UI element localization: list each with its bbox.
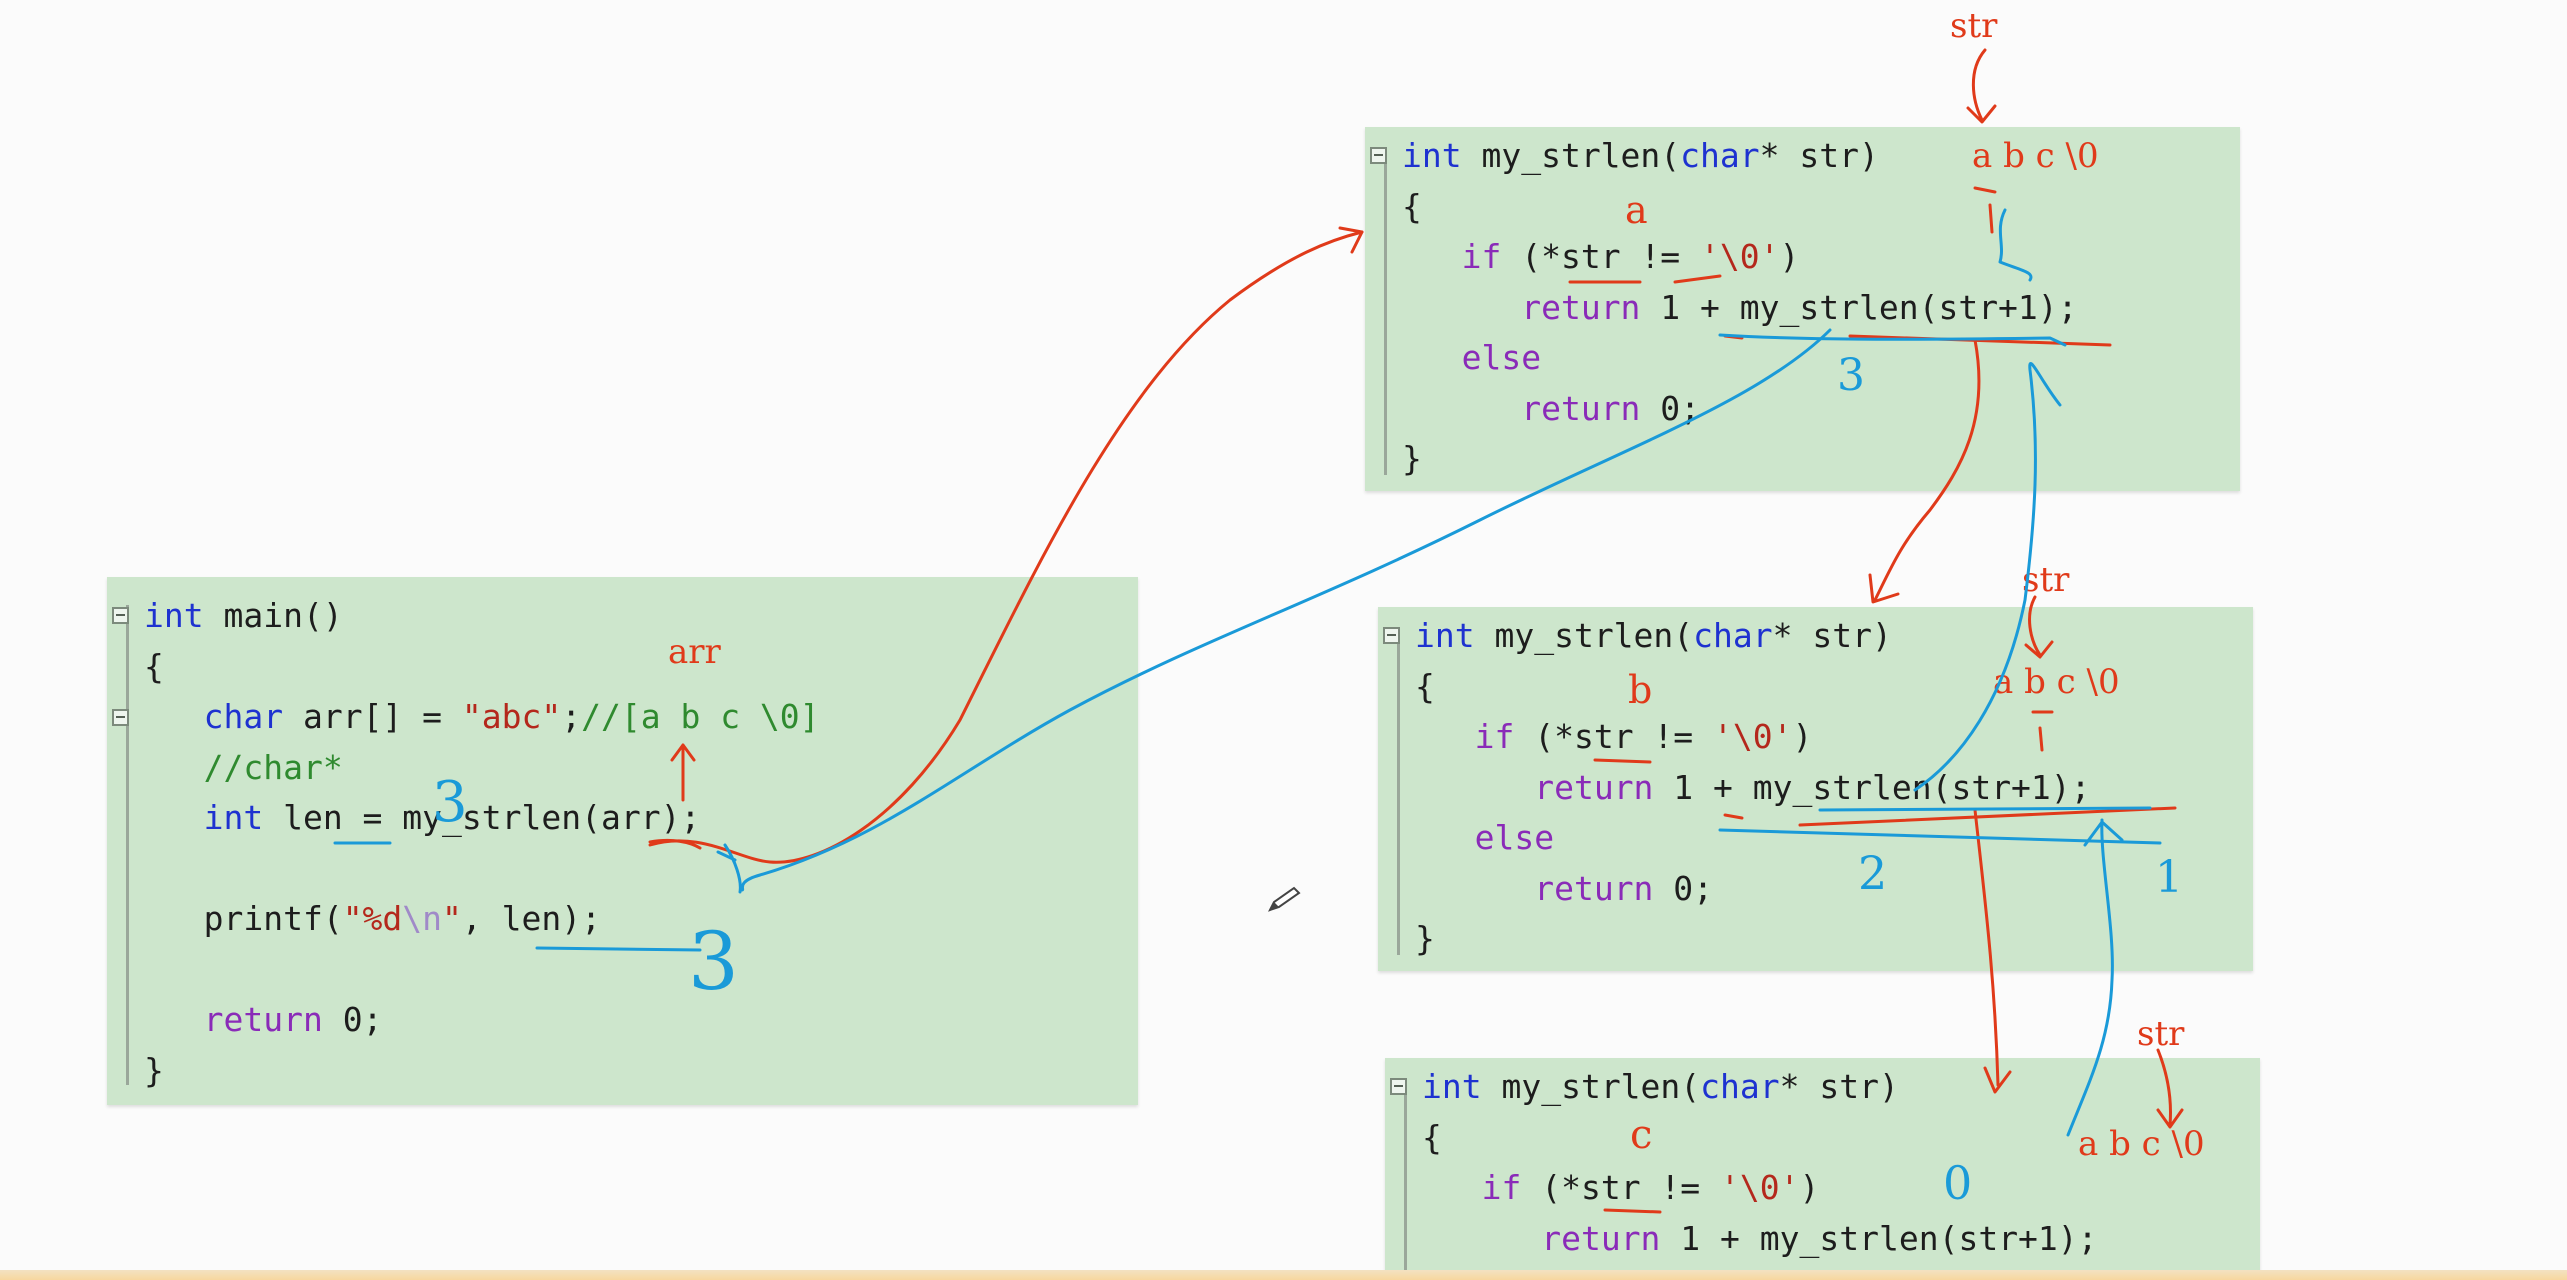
arrow-head [1338,226,1364,254]
annotation-return-0: 0 [1943,1156,1973,1210]
annotation-str-label: str [2137,1014,2185,1054]
code-line: return 1 + my_strlen(str+1); [1541,1218,2098,1258]
code-line: { [1422,1117,1442,1157]
code-line: return 1 + my_strlen(str+1); [1521,287,2078,327]
collapse-icon[interactable] [1383,627,1400,644]
fold-line [126,605,129,1085]
gutter [107,577,135,1105]
str-pointer-arrow [1966,48,1997,124]
code-line: //char* [203,747,343,787]
code-line: { [1415,666,1435,706]
code-line: if (*str != '\0') [1474,717,1813,756]
code-line: int my_strlen(char* str) [1422,1067,1899,1106]
annotation-letter-c: c [1630,1112,1653,1158]
annotation-return-1: 1 [2155,852,2183,903]
return-underline [1718,333,2067,347]
code-line: return 0; [203,1000,383,1039]
annotation-arr-label: arr [668,632,721,672]
main-function-panel: int main() { char arr[] = "abc";//[a b c… [107,577,1138,1105]
underline-mark [648,838,702,850]
my-strlen-frame-3: int my_strlen(char* str) { if (*str != '… [1385,1058,2260,1280]
gutter [1385,1058,1413,1280]
call-arrow-3 [1973,808,2012,1094]
code-line: } [1415,919,1435,958]
return-underline [333,841,702,952]
bottom-progress-bar [0,1270,2567,1280]
code-line: int my_strlen(char* str) [1402,136,1879,175]
code-line: } [144,1050,164,1090]
collapse-icon[interactable] [1370,147,1387,164]
annotation-letter-b: b [1628,668,1653,712]
code-line: { [1402,186,1422,226]
return-underline [1718,806,2162,845]
code-block: int my_strlen(char* str) { if (*str != '… [1415,611,2091,965]
pencil-cursor-icon [1268,886,1301,912]
return-mark [716,843,742,894]
code-block: int main() { char arr[] = "abc";//[a b c… [144,591,820,1096]
annotation-letter-a: a [1625,188,1648,232]
code-line: else [1474,818,1555,857]
my-strlen-frame-2: int my_strlen(char* str) { if (*str != '… [1378,607,2253,971]
annotation-len-3: 3 [432,770,468,835]
code-line: int my_strlen(char* str) [1415,616,1892,655]
str-pointer-arrow [2156,1048,2184,1129]
code-line: if (*str != '\0') [1481,1168,1820,1207]
fold-line [1384,155,1387,475]
arr-pointer-arrow [670,743,696,802]
fold-line [1397,635,1400,955]
code-line: else [1461,338,1542,377]
code-block: int my_strlen(char* str) { if (*str != '… [1422,1062,2098,1264]
code-line: int len = my_strlen(arr); [203,798,701,837]
annotation-abc-nul: a b c \0 [1993,662,2120,702]
code-line: return 0; [1534,868,1714,908]
annotation-output-3: 3 [688,915,739,1008]
underline-mark [1603,1208,1662,1214]
gutter [1378,607,1406,971]
annotation-return-3: 3 [1837,350,1865,401]
str-pointer-arrow [2024,595,2054,659]
call-arrow-2 [1868,338,1981,604]
my-strlen-frame-1: int my_strlen(char* str) { if (*str != '… [1365,127,2240,491]
code-line: char arr[] = "abc";//[a b c \0] [203,697,820,736]
underline-mark [1593,710,2054,764]
collapse-icon[interactable] [1390,1078,1407,1095]
code-line: return 0; [1521,388,1701,428]
gutter [1365,127,1393,491]
code-line: printf("%d\n", len); [203,899,601,938]
annotation-str-label: str [1950,6,1998,46]
return-path-2 [1913,362,2062,792]
underline-mark [1723,806,2177,827]
call-arrow-1 [648,230,1364,864]
underline-mark [1568,186,1997,284]
code-block: int my_strlen(char* str) { if (*str != '… [1402,131,2078,485]
return-path-3 [2066,818,2124,1137]
collapse-icon[interactable] [112,607,129,624]
code-line: if (*str != '\0') [1461,237,1800,276]
return-mark [1998,208,2033,282]
code-line: int main() [144,596,343,635]
code-line: { [144,646,164,686]
annotation-abc-nul: a b c \0 [2078,1124,2205,1164]
return-path-1 [740,328,1832,892]
collapse-icon[interactable] [112,709,129,726]
annotation-return-2: 2 [1858,846,1888,900]
fold-line [1404,1086,1407,1280]
annotation-abc-nul: a b c \0 [1972,136,2099,176]
code-line: } [1402,439,1422,478]
